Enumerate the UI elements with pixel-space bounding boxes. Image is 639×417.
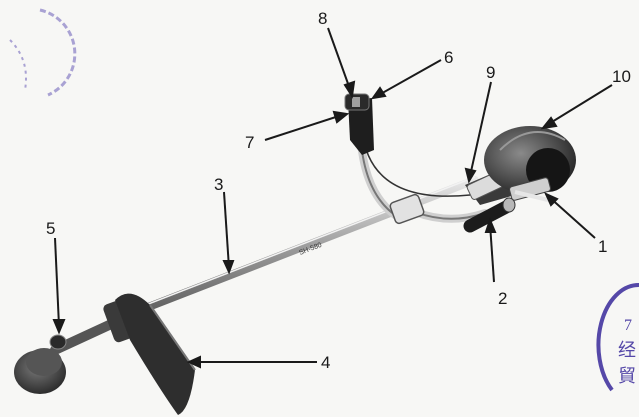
callout-5: 5 <box>46 219 55 238</box>
throttle-grip <box>345 94 374 155</box>
callout-10: 10 <box>612 67 631 86</box>
callout-2: 2 <box>498 289 507 308</box>
svg-text:经: 经 <box>618 340 636 360</box>
callout-7: 7 <box>245 133 254 152</box>
shaft: SH-580 <box>120 177 475 318</box>
engine <box>465 126 576 205</box>
callout-9: 9 <box>486 63 495 82</box>
stamp-top-left <box>10 10 75 95</box>
callout-3: 3 <box>214 175 223 194</box>
svg-text:7: 7 <box>624 317 632 334</box>
stamp-bottom-right: 7 经 貿 <box>598 285 639 390</box>
callout-8: 8 <box>318 9 327 28</box>
callout-4: 4 <box>321 353 330 372</box>
svg-text:貿: 貿 <box>618 366 636 386</box>
callout-1: 1 <box>598 237 607 256</box>
cutting-head <box>14 294 195 415</box>
callout-6: 6 <box>444 48 453 67</box>
